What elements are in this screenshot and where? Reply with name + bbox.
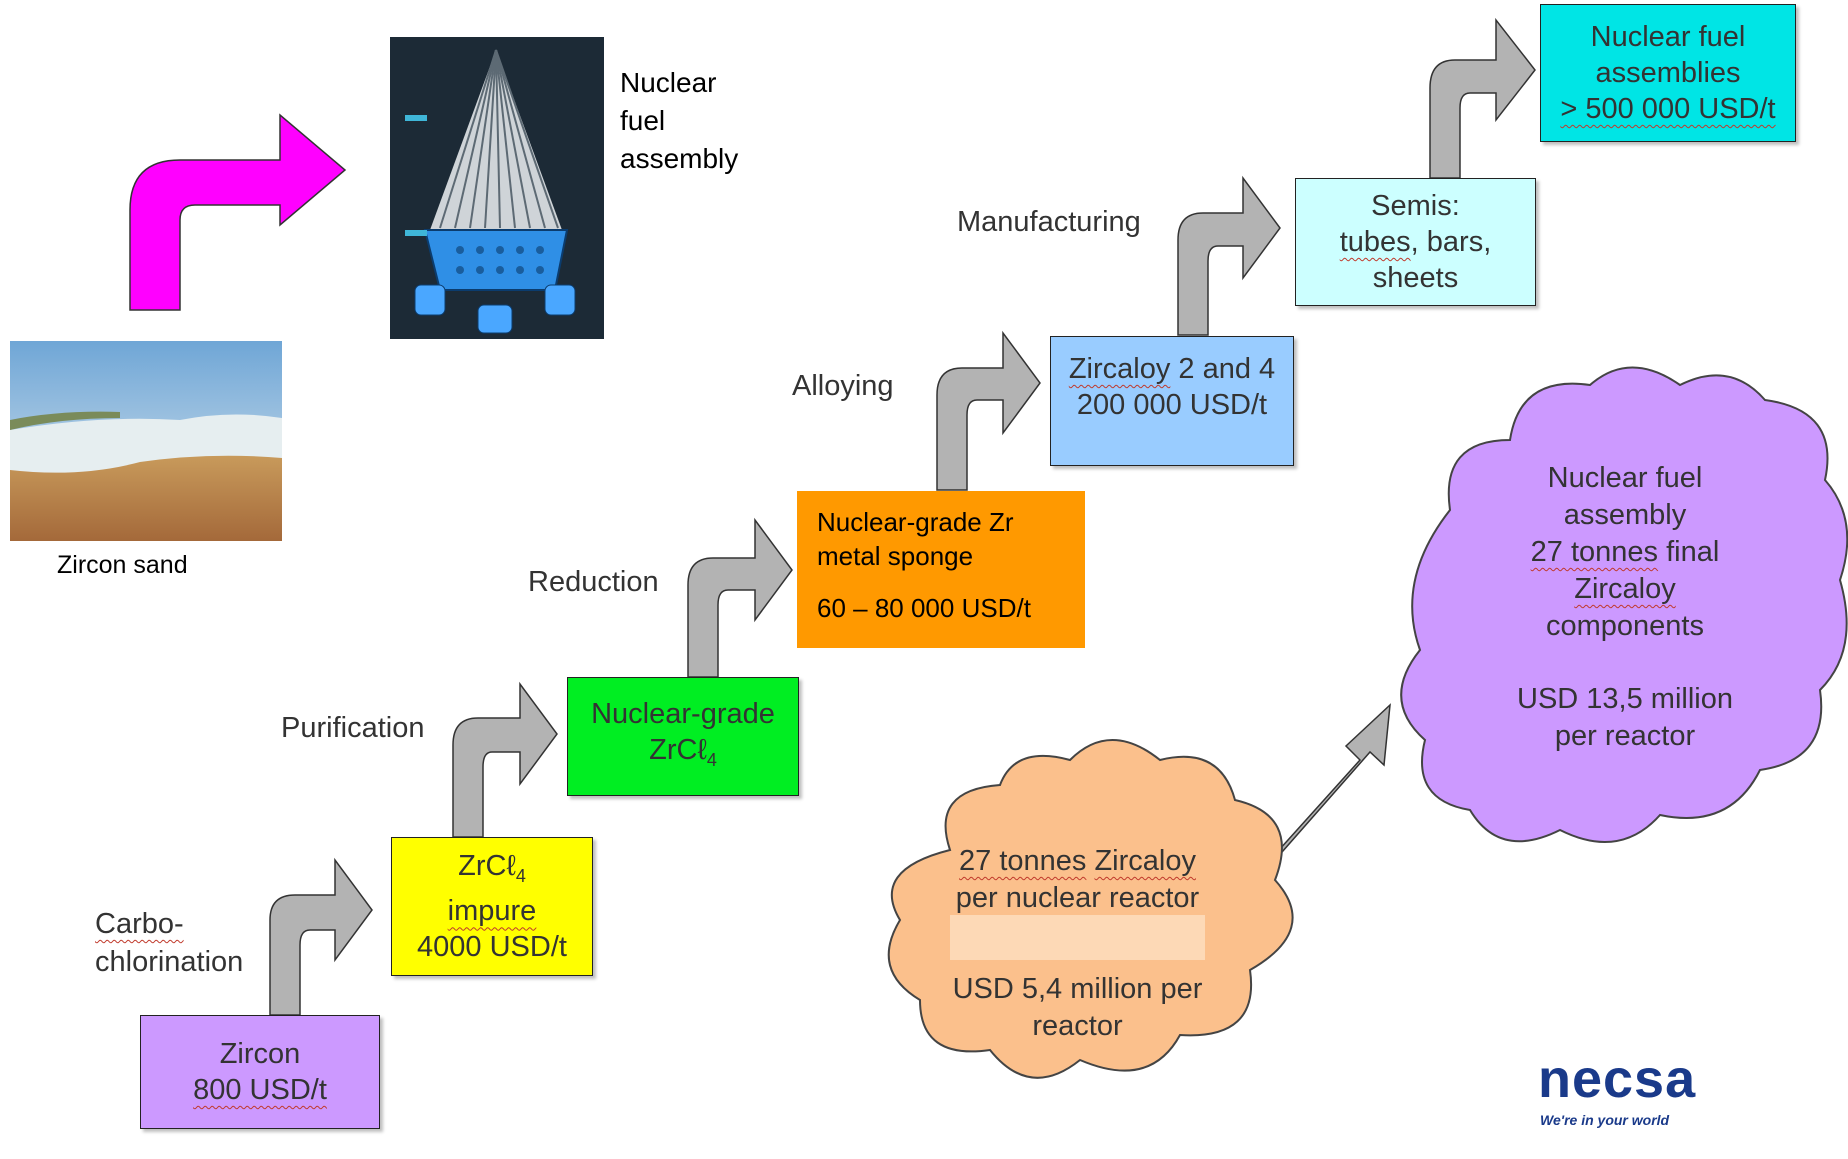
box-nuclear-grade-zrcl4: Nuclear-grade ZrCℓ4: [567, 677, 799, 796]
process-arrows: [269, 17, 1536, 1016]
fuel-assembly-caption: Nuclear fuel assembly: [620, 67, 739, 174]
orange-cloud-text: 27 tonnes Zircaloy per nuclear reactor U…: [952, 845, 1203, 1042]
box-zircaloy: Zircaloy 2 and 4 200 000 USD/t: [1050, 336, 1294, 466]
arrow-zircon-to-zrcl4: [269, 857, 373, 1016]
arrow-sponge-to-zircaloy: [936, 330, 1041, 491]
step-alloying: Alloying: [792, 370, 894, 402]
step-carbochlorination: Carbo- chlorination: [95, 908, 244, 978]
box-semis: Semis: tubes, bars, sheets: [1295, 178, 1536, 306]
step-purification: Purification: [281, 712, 425, 744]
arrow-cloud-to-cloud: [1269, 703, 1391, 861]
orange-cloud: [887, 739, 1294, 1079]
step-reduction: Reduction: [528, 566, 659, 598]
necsa-logo-tagline: We're in your world: [1540, 1112, 1670, 1128]
necsa-logo: necsa We're in your world: [1520, 1030, 1830, 1140]
box-zr-sponge: Nuclear-grade Zr metal sponge 60 – 80 00…: [797, 491, 1085, 648]
box-zircon: Zircon 800 USD/t: [140, 1015, 380, 1129]
arrow-semis-to-assemblies: [1429, 17, 1536, 179]
arrow-zrcl4-to-sponge: [687, 517, 793, 678]
necsa-logo-text: necsa: [1538, 1049, 1697, 1109]
zircon-sand-caption: Zircon sand: [57, 551, 188, 579]
purple-cloud: [1400, 366, 1848, 843]
arrow-zircaloy-to-semis: [1177, 175, 1281, 336]
magenta-arrow: [129, 113, 347, 311]
purple-cloud-text: Nuclear fuel assembly 27 tonnes final Zi…: [1517, 462, 1733, 752]
box-fuel-assemblies: Nuclear fuel assemblies > 500 000 USD/t: [1540, 4, 1796, 142]
zircon-sand-image: [10, 341, 282, 541]
fuel-assembly-image: [390, 37, 604, 339]
arrow-impure-to-nuclear-grade: [452, 681, 558, 838]
step-manufacturing: Manufacturing: [957, 206, 1141, 238]
box-zrcl4-impure: ZrCℓ4 impure 4000 USD/t: [391, 837, 593, 976]
